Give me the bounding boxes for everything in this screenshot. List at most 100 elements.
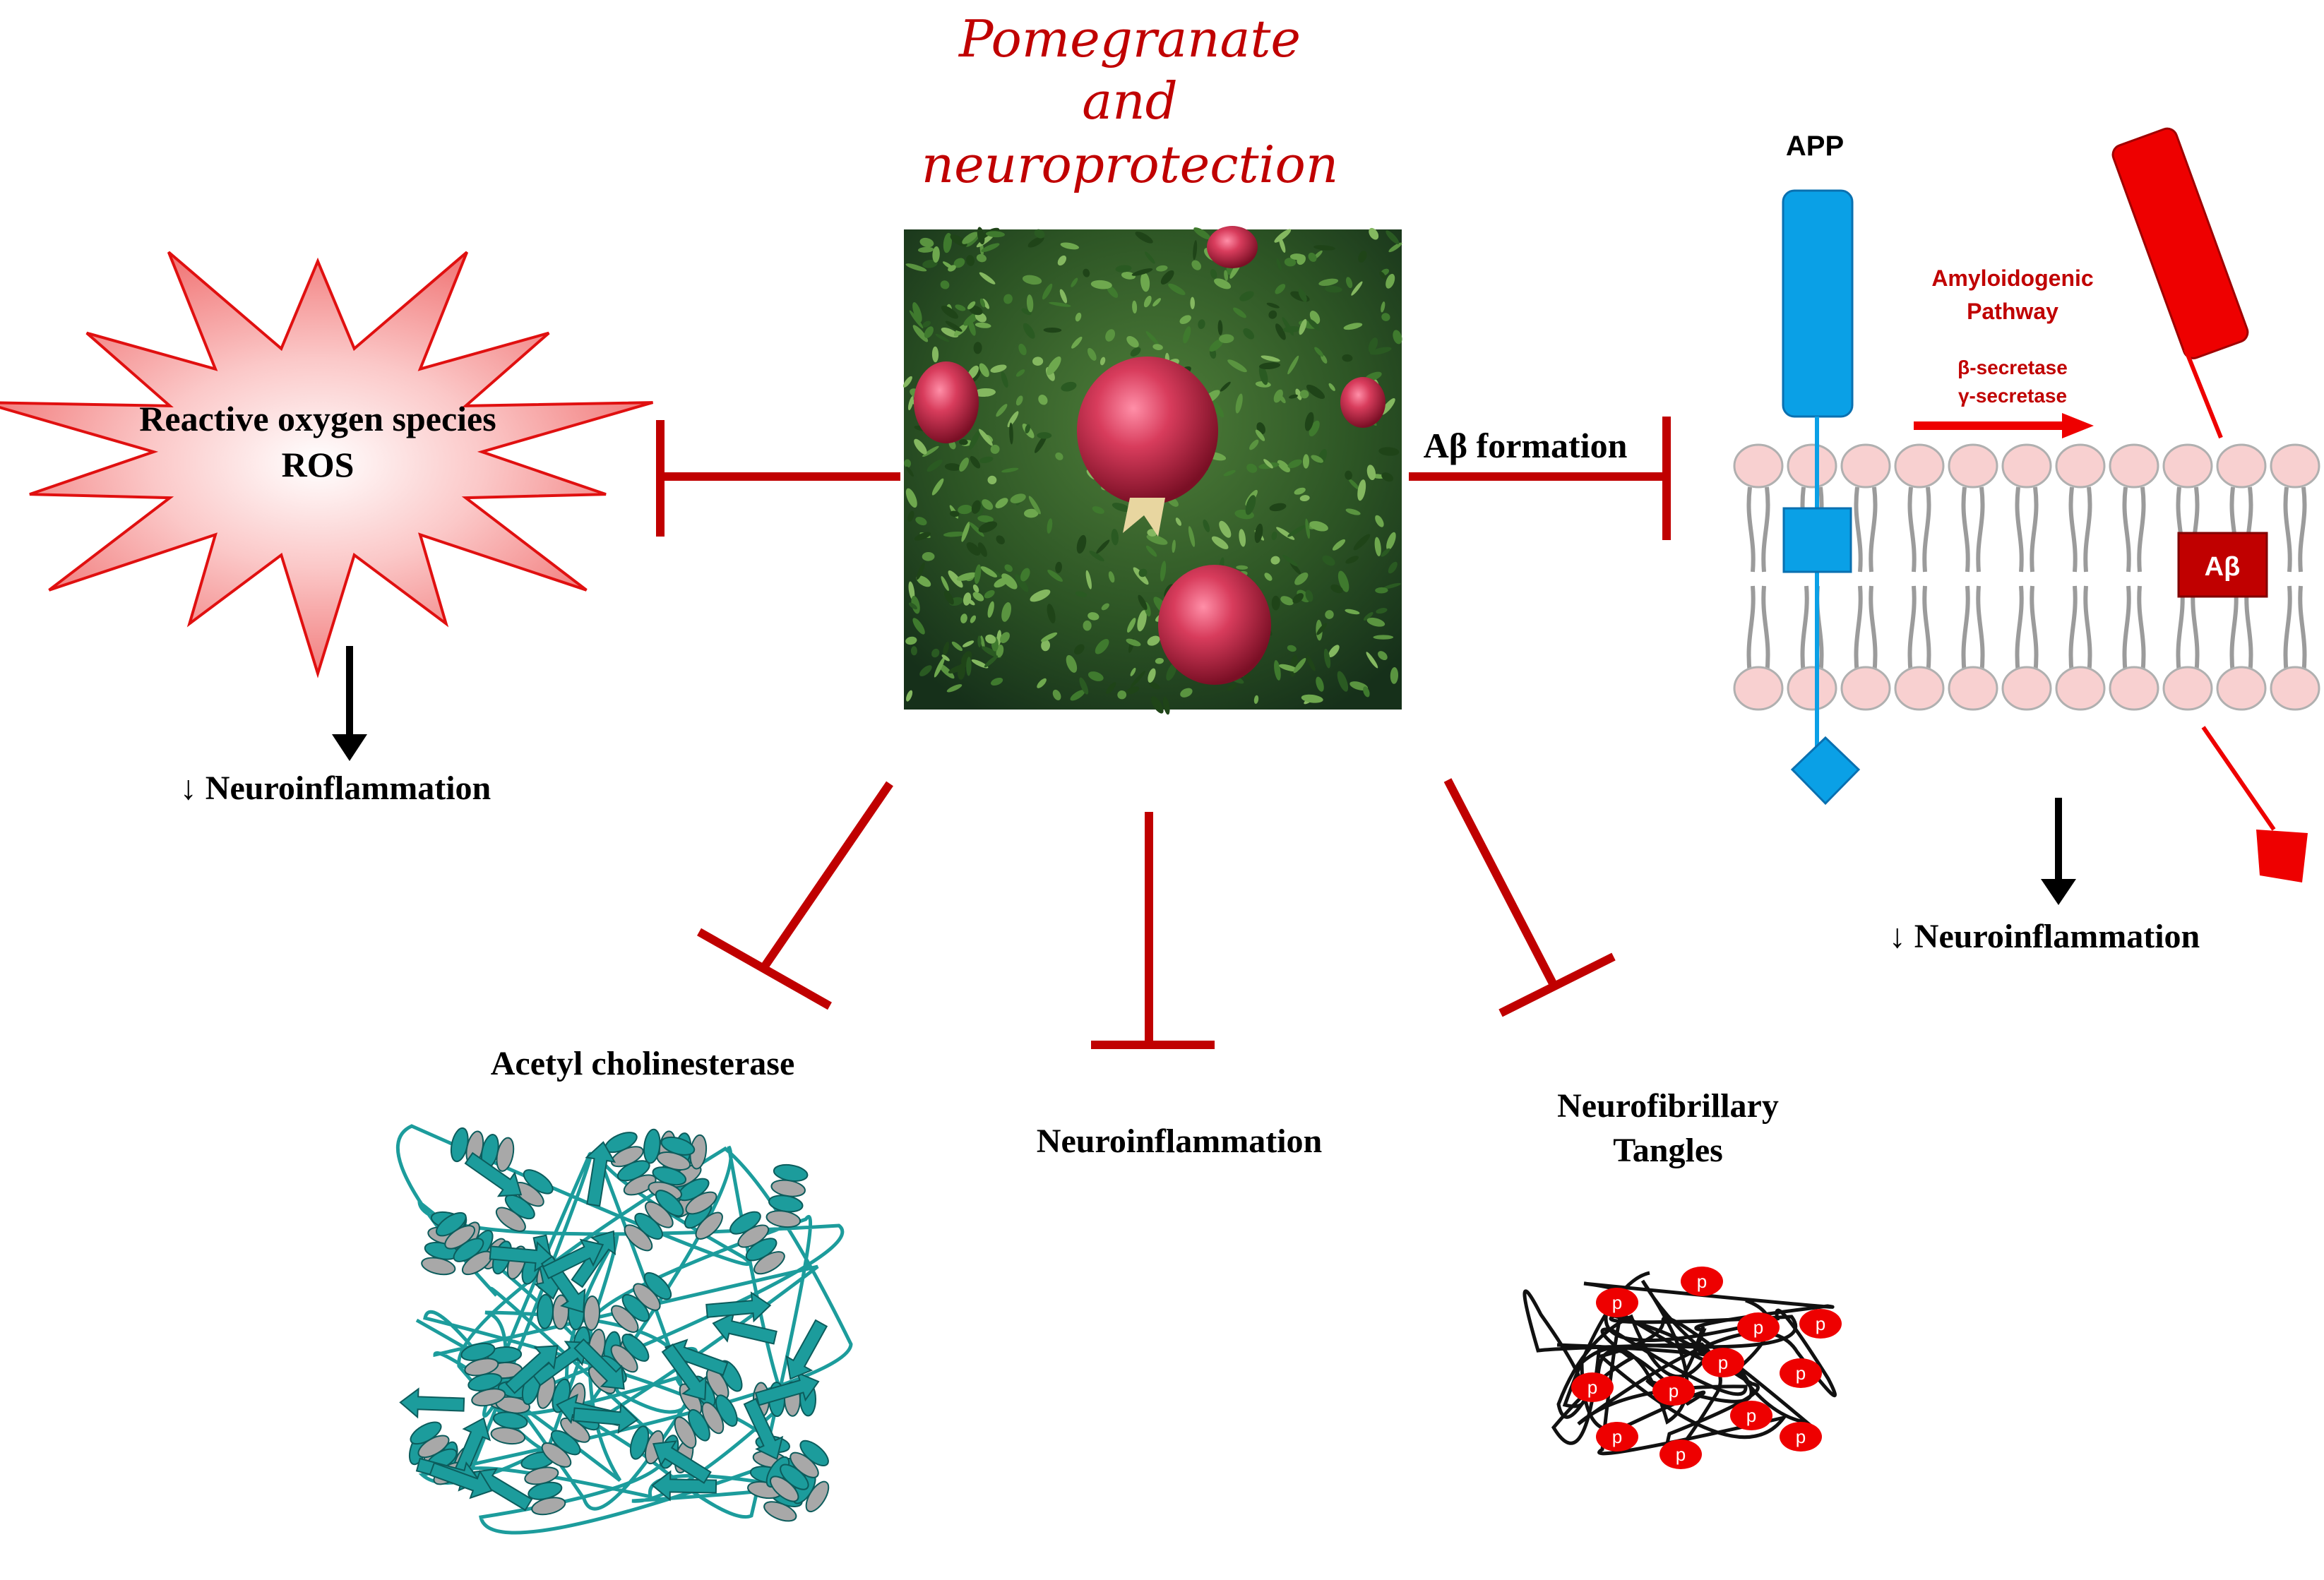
leaf	[908, 581, 915, 600]
leaf	[941, 305, 958, 319]
ros-down-arrow	[332, 646, 367, 761]
leaf	[1000, 632, 1010, 643]
leaf	[1378, 447, 1400, 456]
app-protein	[1782, 189, 1861, 806]
inhibit-nft-arrow	[1443, 778, 1616, 1017]
abeta-box-label: Aβ	[2205, 552, 2241, 582]
leaf	[995, 498, 1008, 508]
leaf	[1236, 565, 1249, 570]
leaf	[1214, 278, 1232, 289]
phospho-label: p	[1816, 1313, 1825, 1334]
beta-sheet	[585, 1141, 616, 1207]
leaf	[1314, 347, 1324, 357]
beta-sheet	[542, 1238, 604, 1279]
leaf	[979, 363, 989, 378]
leaf	[1219, 334, 1234, 344]
leaf	[1149, 681, 1161, 690]
leaf	[948, 570, 963, 588]
leaf	[1032, 357, 1044, 366]
leaf	[1083, 268, 1090, 277]
leaf	[1261, 355, 1280, 362]
leaf	[1028, 496, 1041, 515]
leaf	[1162, 696, 1170, 715]
fruit-2	[1077, 357, 1218, 537]
leaf	[996, 535, 1005, 545]
phospho-group: p	[1659, 1440, 1702, 1469]
leaf	[1001, 602, 1012, 622]
leaf	[1092, 506, 1104, 514]
phospho-label: p	[1676, 1444, 1686, 1465]
leaf	[979, 298, 986, 308]
leaf	[1294, 572, 1309, 585]
leaf	[1245, 495, 1256, 515]
leaf	[1388, 242, 1402, 253]
leaf	[924, 326, 934, 338]
leaf	[1308, 252, 1317, 262]
leaf	[1253, 695, 1259, 705]
leaf	[1126, 638, 1141, 647]
leaf	[931, 478, 944, 496]
leaf	[1287, 645, 1297, 652]
leaf	[1047, 604, 1056, 623]
leaf	[977, 515, 994, 523]
leaf	[1021, 308, 1032, 316]
leaf	[1052, 689, 1061, 700]
ros-starburst: Reactive oxygen species ROS	[0, 251, 654, 678]
phospho-label: p	[1697, 1271, 1707, 1292]
leaf	[980, 635, 985, 650]
ros-label-line-1: Reactive oxygen species	[139, 399, 496, 438]
leaf	[1266, 302, 1280, 309]
lipid-molecule	[1948, 443, 1998, 711]
leaf	[1381, 398, 1395, 415]
leaf	[1381, 472, 1394, 482]
alpha-helix	[770, 1440, 829, 1502]
leaf	[1249, 439, 1259, 450]
ros-label-line-2: ROS	[282, 445, 354, 484]
leaf	[970, 615, 977, 623]
leaf	[1112, 503, 1131, 513]
leaf	[1324, 285, 1342, 293]
leaf	[959, 457, 969, 472]
leaf	[1055, 452, 1063, 460]
neuroinflammation-label: Neuroinflammation	[1037, 1123, 1322, 1160]
leaf	[914, 438, 927, 455]
leaf	[1168, 283, 1186, 295]
leaf	[1309, 521, 1328, 532]
leaf	[1027, 237, 1044, 248]
leaf	[1373, 635, 1394, 640]
leaf	[1180, 688, 1193, 698]
leaf	[945, 321, 963, 332]
leaf	[967, 301, 976, 310]
leaf	[1381, 301, 1386, 313]
alpha-helix	[495, 1169, 554, 1232]
leaf	[1353, 534, 1371, 551]
leaf	[1264, 573, 1273, 581]
phospho-label: p	[1796, 1426, 1806, 1447]
phospho-group: p	[1799, 1309, 1842, 1339]
leaf	[979, 272, 996, 285]
leaf	[1140, 273, 1150, 292]
leaf	[1146, 534, 1168, 545]
leaf	[932, 246, 940, 263]
leaf	[1381, 313, 1390, 321]
acetylcholinesterase-structure	[395, 1124, 853, 1535]
leaf	[956, 572, 977, 581]
beta-sheet	[464, 1151, 523, 1197]
phospho-group: p	[1596, 1288, 1638, 1317]
inhibit-neuroinflammation-arrow	[1091, 812, 1215, 1049]
leaf	[1379, 271, 1386, 280]
fruit-5	[1340, 377, 1386, 428]
gamma-secretase-label: γ-secretase	[1958, 385, 2067, 407]
leaf	[1160, 561, 1167, 582]
leaf	[1305, 589, 1313, 602]
leaf	[915, 517, 927, 526]
leaf	[1337, 671, 1349, 692]
leaf	[1095, 639, 1109, 654]
beta-sheet	[712, 1312, 777, 1345]
abeta-formation-label: Aβ formation	[1424, 426, 1628, 465]
leaf	[979, 456, 994, 463]
leaf	[1287, 459, 1302, 469]
